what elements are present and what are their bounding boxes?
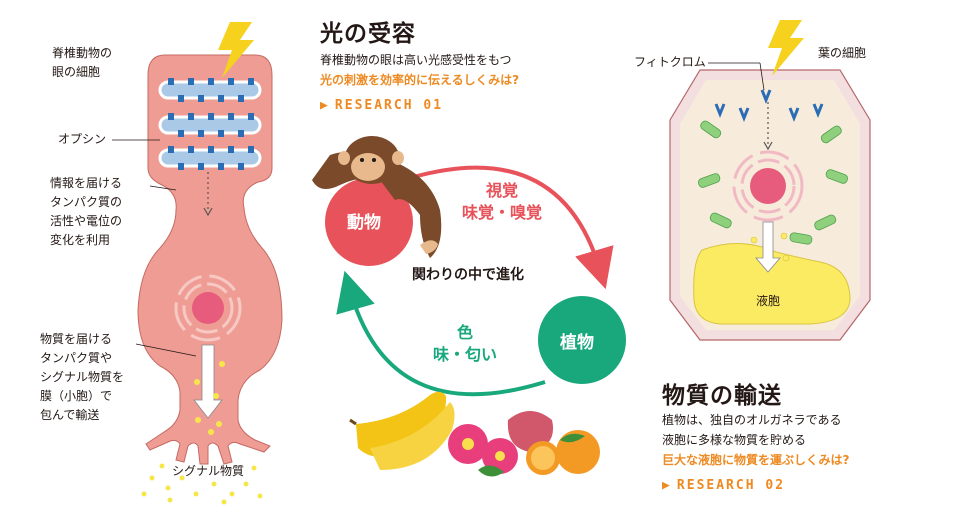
vacuole [693, 242, 851, 325]
plant-circle [538, 296, 626, 384]
animal-label: 動物 [347, 213, 381, 233]
nucleus [174, 274, 242, 342]
transport-question: 巨大な液胞に物質を運ぶしくみは? [662, 453, 850, 467]
material-protein-label: 物質を届ける タンパク質や シグナル物質を 膜（小胞）で 包んで輸送 [40, 332, 125, 422]
phytochrome-receptors [714, 89, 824, 123]
research-01-link[interactable]: ▶ RESEARCH 01 [320, 98, 444, 113]
eye-cell [112, 22, 283, 505]
eye-cell-title: 脊椎動物の 眼の細胞 [52, 46, 113, 79]
fruits-illustration [349, 391, 600, 477]
transport-desc: 植物は、独自のオルガネラである 液胞に多様な物質を貯める [662, 413, 842, 447]
lightning-icon-right [768, 20, 804, 76]
evolution-label: 関わりの中で進化 [412, 267, 524, 283]
animal-senses: 視覚 味覚・嗅覚 [461, 181, 542, 222]
plant-label: 植物 [560, 333, 594, 353]
light-reception-title: 光の受容 [320, 21, 416, 47]
signal-dots [141, 463, 263, 505]
leaf-cell-label: 葉の細胞 [818, 46, 867, 60]
plant-senses: 色 味・匂い [432, 323, 497, 364]
vacuole-label: 液胞 [756, 294, 781, 308]
arrow-animal-to-plant [409, 165, 614, 290]
transport-title: 物質の輸送 [662, 383, 782, 409]
lightning-icon [218, 22, 254, 78]
arrow-plant-to-animal [336, 270, 546, 397]
light-reception-desc: 脊椎動物の眼は高い光感受性をもつ [320, 53, 512, 67]
play-icon: ▶ [320, 98, 330, 113]
monkey-illustration [312, 136, 442, 258]
signal-label: シグナル物質 [172, 464, 245, 478]
phytochrome-label: フィトクロム [634, 55, 706, 69]
opsin-label: オプシン [58, 132, 107, 146]
light-reception-question: 光の刺激を効率的に伝えるしくみは? [320, 73, 520, 87]
research-02-link[interactable]: ▶ RESEARCH 02 [662, 478, 786, 493]
animal-circle [325, 178, 413, 266]
leaf-cell [669, 20, 871, 341]
opsin-discs [158, 78, 262, 170]
play-icon: ▶ [662, 478, 672, 493]
info-protein-label: 情報を届ける タンパク質の 活性や電位の 変化を利用 [50, 176, 123, 247]
